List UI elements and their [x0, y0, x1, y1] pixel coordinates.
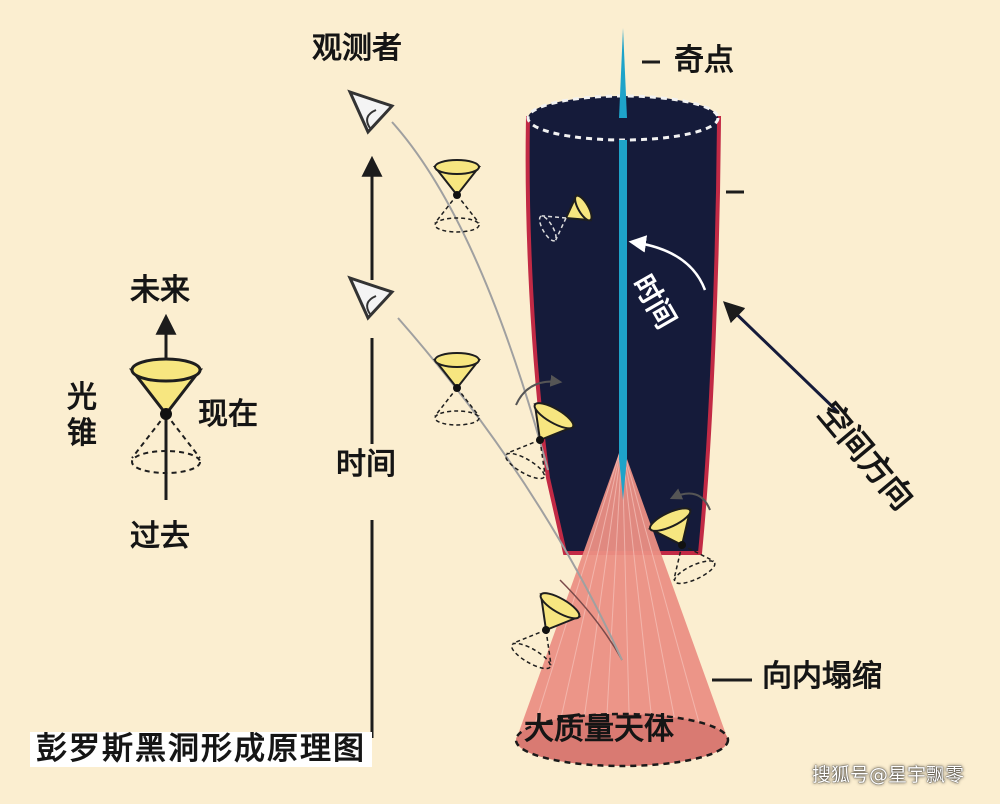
rotation-arrow-2 — [669, 488, 711, 511]
singularity-line — [619, 140, 627, 460]
massive-body-label: 大质量天体 — [524, 712, 674, 747]
space-direction-arrow — [722, 301, 840, 414]
legend-light-cone — [128, 357, 204, 474]
singularity-tip-bottom — [619, 458, 627, 500]
collapsing-body-cone — [516, 445, 728, 766]
diagram-title: 彭罗斯黑洞形成原理图 — [30, 732, 372, 767]
singularity-label: 奇点 — [674, 43, 734, 78]
massive-body-base — [514, 712, 730, 768]
watermark: 搜狐号@星宇飘零 — [812, 764, 965, 786]
rotation-arrow-1 — [515, 374, 563, 406]
eye-icon — [347, 89, 395, 135]
future-label: 未来 — [130, 273, 190, 308]
time-axis-label: 时间 — [336, 447, 396, 482]
collapse-lines — [529, 444, 706, 751]
light-cone-6 — [510, 592, 582, 670]
inner-time-arrow — [628, 235, 707, 291]
past-label: 过去 — [130, 519, 190, 554]
light-cone-3 — [538, 193, 593, 242]
eye-icon — [347, 275, 395, 321]
light-cone-2 — [432, 352, 482, 426]
light-cone-label: 光锥 — [67, 380, 97, 451]
singularity-spike — [619, 28, 627, 118]
light-cone-4 — [504, 402, 576, 480]
observer-worldline-upper — [391, 121, 549, 471]
present-label: 现在 — [198, 397, 258, 432]
inward-collapse-label: 向内塌缩 — [762, 659, 882, 694]
observer-label: 观测者 — [312, 31, 402, 66]
light-cone-1 — [432, 159, 482, 233]
